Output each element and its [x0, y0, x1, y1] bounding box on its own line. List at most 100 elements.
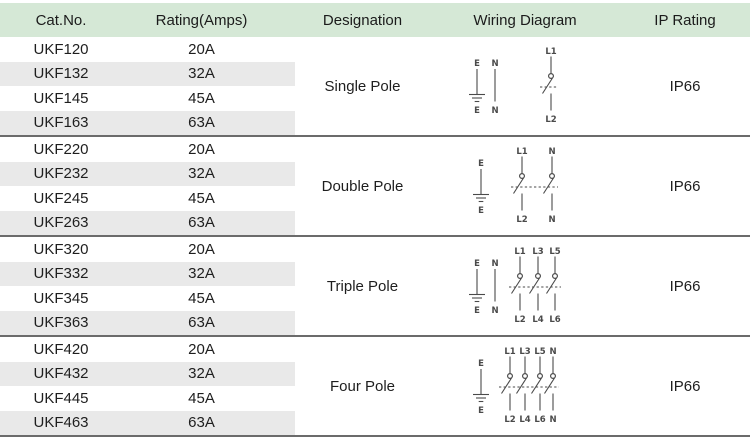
table-row: UKF145 45A	[0, 86, 295, 111]
table-row: UKF220 20A	[0, 137, 295, 162]
svg-text:L3: L3	[532, 247, 543, 257]
svg-text:L2: L2	[516, 215, 527, 225]
cat-no-cell: UKF145	[33, 89, 89, 107]
rating-cell: 63A	[188, 314, 215, 332]
cat-no-cell: UKF263	[33, 214, 89, 232]
table-row: UKF345 45A	[0, 286, 295, 311]
header-ip-rating: IP Rating	[654, 11, 716, 29]
svg-text:N: N	[548, 147, 555, 157]
cat-no-cell: UKF320	[33, 240, 89, 258]
table-row: UKF245 45A	[0, 186, 295, 211]
svg-text:L4: L4	[532, 315, 543, 325]
table-row: UKF163 63A	[0, 110, 295, 135]
svg-text:N: N	[491, 106, 498, 116]
rating-cell: 63A	[188, 214, 215, 232]
svg-text:L2: L2	[514, 315, 525, 325]
table-row: UKF120 20A	[0, 37, 295, 62]
rating-cell: 45A	[188, 289, 215, 307]
rating-cell: 20A	[188, 340, 215, 358]
rating-cell: 63A	[188, 114, 215, 132]
svg-text:L3: L3	[519, 347, 530, 357]
group-rows: UKF420 20A UKF432 32A UKF445 45A UKF463 …	[0, 337, 295, 435]
cat-no-cell: UKF120	[33, 40, 89, 58]
svg-text:E: E	[474, 306, 480, 316]
pole-group-single: UKF120 20A UKF132 32A UKF145 45A UKF163 …	[0, 37, 750, 137]
svg-text:E: E	[478, 159, 484, 169]
spec-table: Cat.No. Rating(Amps) Designation Wiring …	[0, 3, 750, 437]
svg-text:L2: L2	[545, 115, 556, 125]
ip-rating-cell: IP66	[669, 77, 701, 95]
svg-text:L5: L5	[534, 347, 545, 357]
ip-rating-cell: IP66	[669, 377, 701, 395]
table-row: UKF432 32A	[0, 361, 295, 386]
cat-no-cell: UKF463	[33, 414, 89, 432]
group-rows: UKF220 20A UKF232 32A UKF245 45A UKF263 …	[0, 137, 295, 235]
table-row: UKF463 63A	[0, 410, 295, 435]
cat-no-cell: UKF163	[33, 114, 89, 132]
svg-text:L1: L1	[545, 47, 556, 57]
table-row: UKF363 63A	[0, 310, 295, 335]
cat-no-cell: UKF345	[33, 289, 89, 307]
cat-no-cell: UKF232	[33, 165, 89, 183]
table-row: UKF232 32A	[0, 161, 295, 186]
group-rows: UKF320 20A UKF332 32A UKF345 45A UKF363 …	[0, 237, 295, 335]
svg-text:L1: L1	[516, 147, 527, 157]
svg-text:L4: L4	[519, 415, 530, 425]
group-rows: UKF120 20A UKF132 32A UKF145 45A UKF163 …	[0, 37, 295, 135]
rating-cell: 20A	[188, 240, 215, 258]
header-designation: Designation	[322, 11, 403, 29]
svg-text:E: E	[474, 59, 480, 69]
svg-text:L2: L2	[504, 415, 515, 425]
rating-cell: 32A	[188, 265, 215, 283]
designation-cell: Four Pole	[329, 377, 396, 395]
table-row: UKF420 20A	[0, 337, 295, 362]
cat-no-cell: UKF432	[33, 365, 89, 383]
cat-no-cell: UKF220	[33, 140, 89, 158]
pole-group-double: UKF220 20A UKF232 32A UKF245 45A UKF263 …	[0, 137, 750, 237]
rating-cell: 32A	[188, 65, 215, 83]
rating-cell: 32A	[188, 365, 215, 383]
svg-text:E: E	[478, 359, 484, 369]
svg-text:N: N	[549, 415, 556, 425]
table-header: Cat.No. Rating(Amps) Designation Wiring …	[0, 3, 750, 37]
cat-no-cell: UKF445	[33, 389, 89, 407]
ip-rating-cell: IP66	[669, 277, 701, 295]
designation-cell: Single Pole	[324, 77, 401, 95]
svg-text:L6: L6	[549, 315, 560, 325]
cat-no-cell: UKF245	[33, 189, 89, 207]
table-row: UKF320 20A	[0, 237, 295, 262]
svg-text:N: N	[549, 347, 556, 357]
ip-rating-cell: IP66	[669, 177, 701, 195]
svg-text:N: N	[491, 306, 498, 316]
table-row: UKF332 32A	[0, 261, 295, 286]
svg-text:E: E	[478, 406, 484, 416]
svg-text:E: E	[474, 106, 480, 116]
table-row: UKF445 45A	[0, 386, 295, 411]
svg-text:N: N	[491, 59, 498, 69]
rating-cell: 45A	[188, 389, 215, 407]
rating-cell: 63A	[188, 414, 215, 432]
svg-text:L1: L1	[504, 347, 515, 357]
rating-cell: 45A	[188, 189, 215, 207]
pole-group-triple: UKF320 20A UKF332 32A UKF345 45A UKF363 …	[0, 237, 750, 337]
svg-text:N: N	[491, 259, 498, 269]
header-wiring-diagram: Wiring Diagram	[473, 11, 577, 29]
svg-text:E: E	[474, 259, 480, 269]
rating-cell: 45A	[188, 89, 215, 107]
rating-cell: 20A	[188, 40, 215, 58]
header-cat-no: Cat.No.	[35, 11, 87, 29]
svg-text:L1: L1	[514, 247, 525, 257]
rating-cell: 32A	[188, 165, 215, 183]
table-row: UKF132 32A	[0, 61, 295, 86]
cat-no-cell: UKF363	[33, 314, 89, 332]
svg-text:L6: L6	[534, 415, 545, 425]
rating-cell: 20A	[188, 140, 215, 158]
designation-cell: Double Pole	[321, 177, 404, 195]
table-row: UKF263 63A	[0, 210, 295, 235]
pole-group-four: UKF420 20A UKF432 32A UKF445 45A UKF463 …	[0, 337, 750, 437]
svg-text:N: N	[548, 215, 555, 225]
